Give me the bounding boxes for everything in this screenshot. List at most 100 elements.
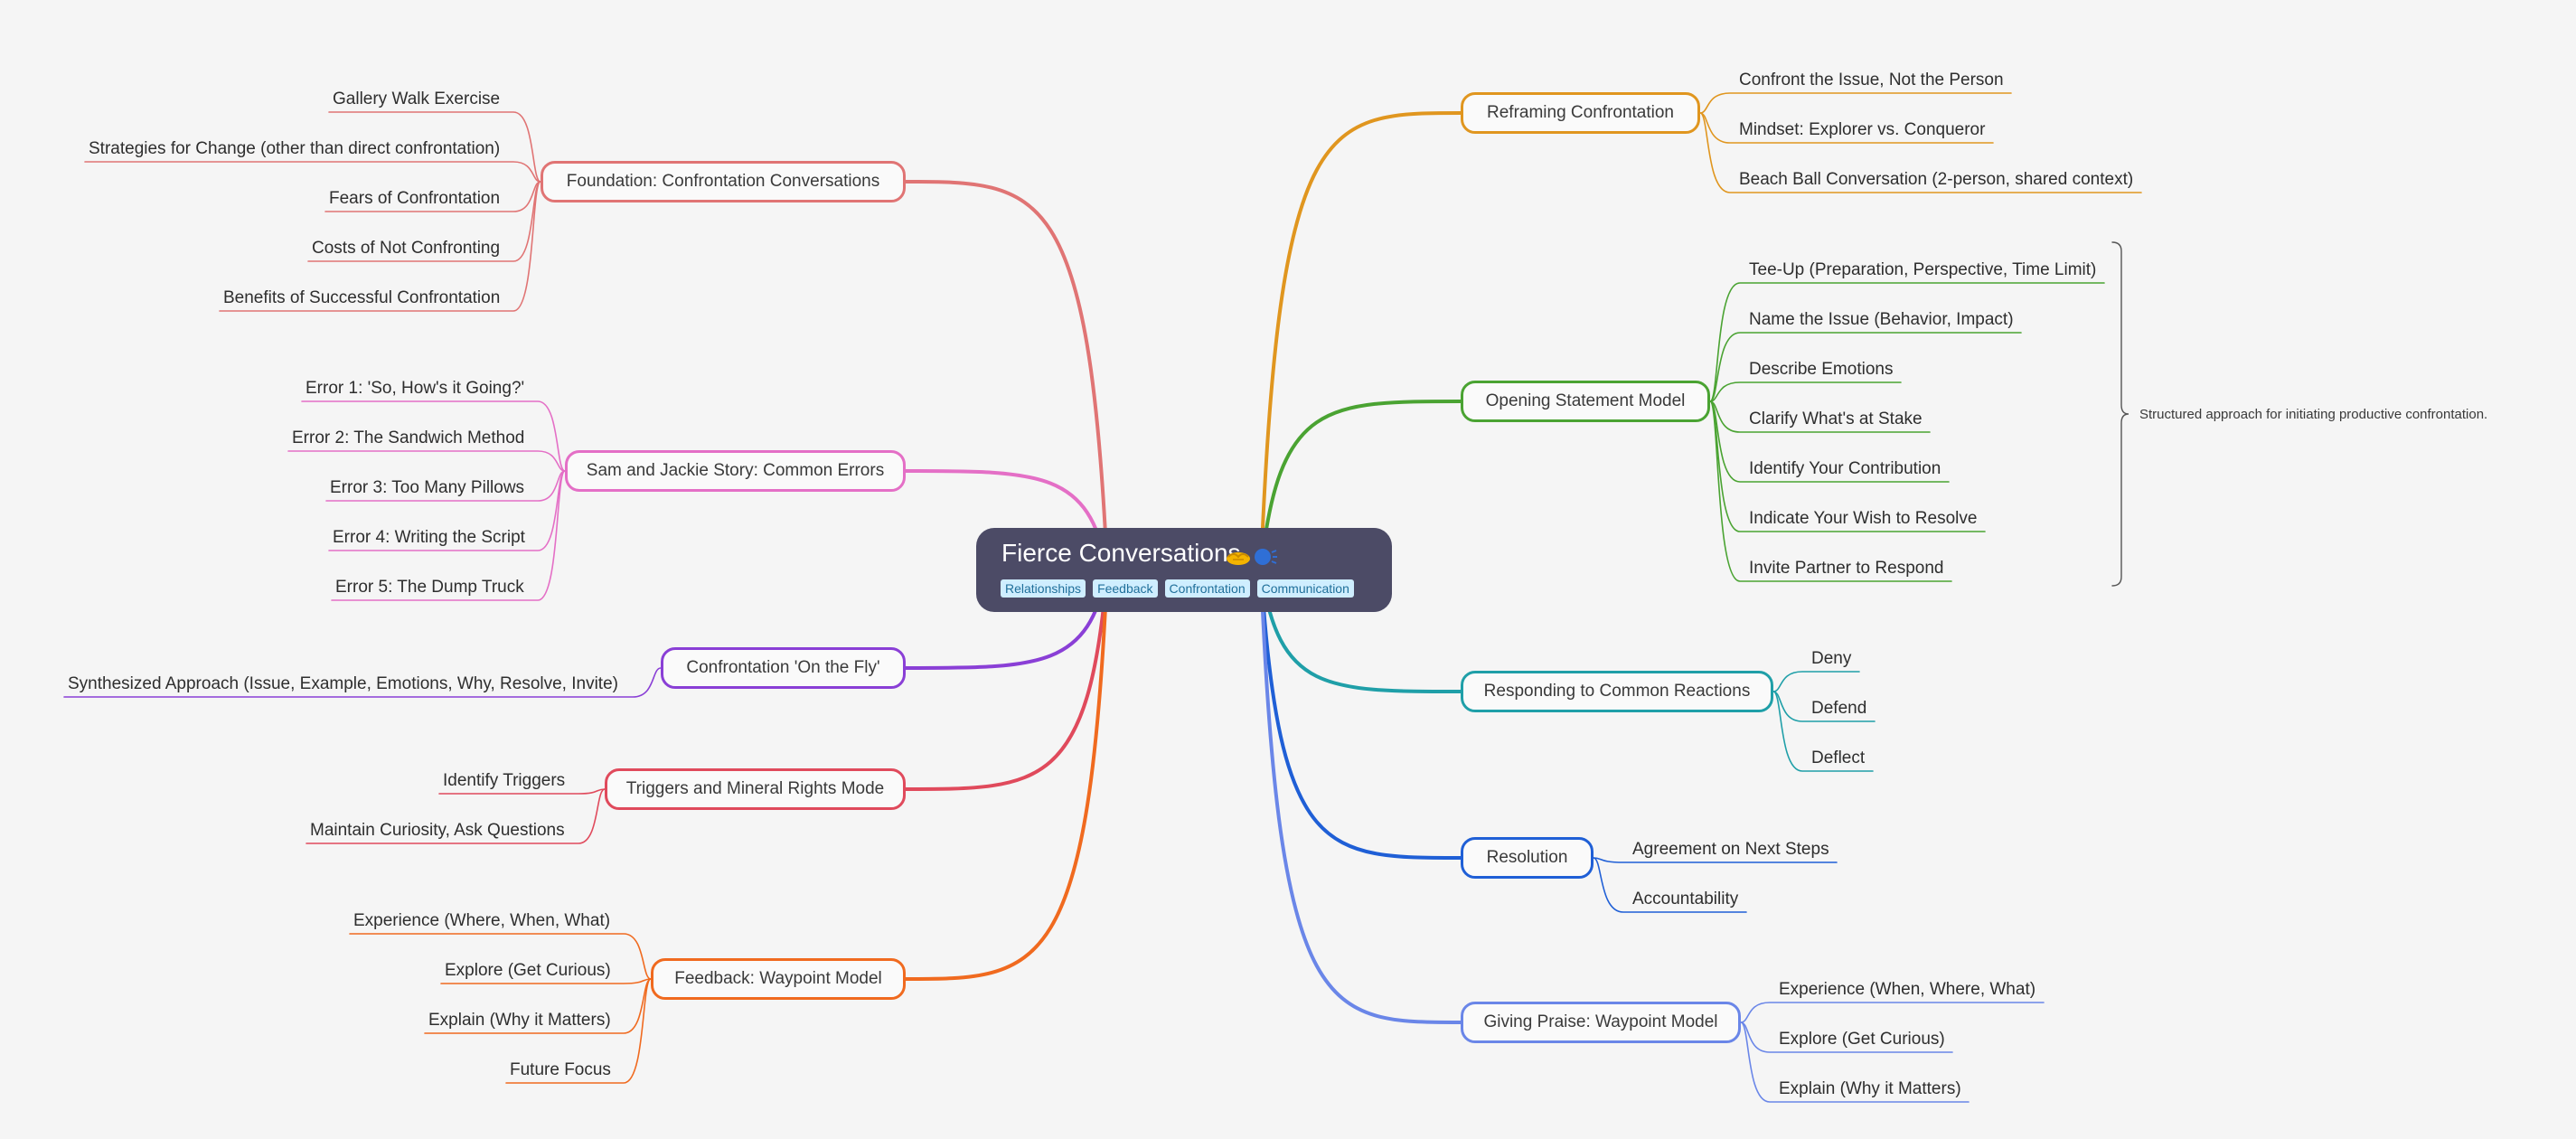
handshake-icon bbox=[1227, 552, 1250, 565]
leaf-praise-1[interactable]: Explore (Get Curious) bbox=[1779, 1030, 1945, 1049]
leaf-connector-foundation-0 bbox=[328, 111, 541, 183]
leaf-opening-2[interactable]: Describe Emotions bbox=[1749, 360, 1894, 379]
leaf-foundation-1[interactable]: Strategies for Change (other than direct… bbox=[89, 139, 501, 158]
leaf-connector-opening-6 bbox=[1709, 400, 1952, 582]
branch-reframing[interactable]: Reframing Confrontation bbox=[1461, 92, 1700, 134]
leaf-reframing-2[interactable]: Beach Ball Conversation (2-person, share… bbox=[1739, 170, 2134, 189]
leaf-connector-reframing-0 bbox=[1699, 92, 2012, 114]
leaf-foundation-3[interactable]: Costs of Not Confronting bbox=[312, 239, 501, 258]
leaf-connector-sam-jackie-0 bbox=[301, 400, 566, 472]
leaf-on-the-fly-0[interactable]: Synthesized Approach (Issue, Example, Em… bbox=[68, 674, 618, 693]
leaf-connector-reframing-1 bbox=[1699, 112, 1994, 144]
leaf-connector-opening-0 bbox=[1709, 282, 2105, 402]
tag-list: Relationships Feedback Confrontation Commun… bbox=[1001, 579, 1354, 598]
branch-foundation[interactable]: Foundation: Confrontation Conversations bbox=[541, 161, 906, 202]
leaf-opening-6[interactable]: Invite Partner to Respond bbox=[1749, 559, 1944, 578]
leaf-opening-4[interactable]: Identify Your Contribution bbox=[1749, 459, 1941, 478]
tag-confrontation[interactable]: Confrontation bbox=[1164, 579, 1250, 598]
connector-feedback bbox=[904, 568, 1109, 981]
leaf-reframing-0[interactable]: Confront the Issue, Not the Person bbox=[1739, 71, 2004, 89]
leaf-connector-opening-2 bbox=[1709, 381, 1902, 402]
leaf-foundation-0[interactable]: Gallery Walk Exercise bbox=[333, 89, 501, 108]
leaf-feedback-3[interactable]: Future Focus bbox=[510, 1060, 611, 1079]
leaf-praise-2[interactable]: Explain (Why it Matters) bbox=[1779, 1079, 1961, 1098]
leaf-reactions-1[interactable]: Defend bbox=[1811, 699, 1867, 718]
leaf-connector-on-the-fly-0 bbox=[63, 667, 662, 698]
leaf-connector-praise-1 bbox=[1740, 1021, 1953, 1053]
leaf-sam-jackie-1[interactable]: Error 2: The Sandwich Method bbox=[292, 428, 525, 447]
leaf-connector-foundation-2 bbox=[324, 181, 541, 212]
connector-praise bbox=[1259, 568, 1462, 1024]
branch-label: Responding to Common Reactions bbox=[1483, 682, 1751, 701]
leaf-opening-0[interactable]: Tee-Up (Preparation, Perspective, Time L… bbox=[1749, 260, 2097, 279]
leaf-triggers-1[interactable]: Maintain Curiosity, Ask Questions bbox=[310, 821, 565, 840]
leaf-connector-reframing-2 bbox=[1699, 112, 2142, 193]
leaf-connector-praise-2 bbox=[1740, 1021, 1970, 1103]
connector-reframing bbox=[1259, 111, 1462, 571]
leaf-connector-reactions-0 bbox=[1772, 671, 1860, 692]
branch-opening[interactable]: Opening Statement Model bbox=[1461, 381, 1710, 422]
branch-label: Giving Praise: Waypoint Model bbox=[1483, 1012, 1718, 1031]
leaf-foundation-4[interactable]: Benefits of Successful Confrontation bbox=[223, 288, 501, 307]
connector-resolution bbox=[1259, 568, 1462, 860]
leaf-sam-jackie-0[interactable]: Error 1: 'So, How's it Going?' bbox=[306, 379, 525, 398]
tag-communication[interactable]: Communication bbox=[1256, 579, 1354, 598]
leaf-connector-feedback-3 bbox=[505, 978, 652, 1084]
branch-label: Triggers and Mineral Rights Mode bbox=[625, 779, 885, 798]
summary-brace bbox=[2111, 241, 2129, 587]
leaf-connector-reactions-1 bbox=[1772, 691, 1876, 722]
leaf-reactions-2[interactable]: Deflect bbox=[1811, 748, 1866, 767]
leaf-resolution-0[interactable]: Agreement on Next Steps bbox=[1632, 840, 1829, 859]
branch-label: Foundation: Confrontation Conversations bbox=[566, 172, 880, 191]
leaf-praise-0[interactable]: Experience (When, Where, What) bbox=[1779, 980, 2036, 999]
leaf-sam-jackie-2[interactable]: Error 3: Too Many Pillows bbox=[330, 478, 525, 497]
leaf-reactions-0[interactable]: Deny bbox=[1811, 649, 1852, 668]
root-title: Fierce Conversations bbox=[1001, 539, 1241, 567]
root-emoji-group bbox=[1226, 546, 1280, 568]
branch-label: Feedback: Waypoint Model bbox=[674, 969, 882, 988]
branch-praise[interactable]: Giving Praise: Waypoint Model bbox=[1461, 1002, 1741, 1043]
leaf-opening-5[interactable]: Indicate Your Wish to Resolve bbox=[1749, 509, 1978, 528]
leaf-feedback-1[interactable]: Explore (Get Curious) bbox=[445, 961, 611, 980]
leaf-connector-foundation-4 bbox=[219, 181, 541, 312]
leaf-feedback-0[interactable]: Experience (Where, When, What) bbox=[353, 911, 611, 930]
leaf-opening-3[interactable]: Clarify What's at Stake bbox=[1749, 409, 1923, 428]
leaf-connector-feedback-0 bbox=[349, 933, 652, 980]
leaf-connector-resolution-1 bbox=[1593, 857, 1747, 913]
leaf-triggers-0[interactable]: Identify Triggers bbox=[443, 771, 566, 790]
connector-foundation bbox=[904, 180, 1109, 571]
branch-label: Sam and Jackie Story: Common Errors bbox=[586, 461, 885, 480]
leaf-foundation-2[interactable]: Fears of Confrontation bbox=[329, 189, 501, 208]
connector-triggers bbox=[904, 568, 1109, 791]
leaf-reframing-1[interactable]: Mindset: Explorer vs. Conqueror bbox=[1739, 120, 1986, 139]
speaking-head-icon bbox=[1255, 549, 1277, 565]
branch-on-the-fly[interactable]: Confrontation 'On the Fly' bbox=[661, 647, 906, 689]
branch-sam-jackie[interactable]: Sam and Jackie Story: Common Errors bbox=[565, 450, 906, 492]
leaf-connector-triggers-0 bbox=[438, 788, 606, 795]
branch-label: Opening Statement Model bbox=[1485, 391, 1686, 410]
leaf-connector-reactions-2 bbox=[1772, 691, 1874, 772]
leaf-feedback-2[interactable]: Explain (Why it Matters) bbox=[428, 1011, 611, 1030]
branch-label: Confrontation 'On the Fly' bbox=[686, 658, 880, 677]
root-topic[interactable]: Fierce Conversations Relationships Feedba… bbox=[976, 528, 1392, 612]
connector-opening bbox=[1259, 400, 1462, 571]
leaf-sam-jackie-3[interactable]: Error 4: Writing the Script bbox=[333, 528, 525, 547]
branch-reactions[interactable]: Responding to Common Reactions bbox=[1461, 671, 1773, 712]
leaf-connector-opening-1 bbox=[1709, 332, 2022, 402]
leaf-resolution-1[interactable]: Accountability bbox=[1632, 890, 1739, 908]
tag-relationships[interactable]: Relationships bbox=[1001, 579, 1086, 598]
leaf-connector-sam-jackie-1 bbox=[287, 450, 566, 472]
summary-note: Structured approach for initiating produ… bbox=[2139, 407, 2488, 422]
leaf-connector-sam-jackie-2 bbox=[325, 470, 566, 502]
leaf-opening-1[interactable]: Name the Issue (Behavior, Impact) bbox=[1749, 310, 2014, 329]
branch-triggers[interactable]: Triggers and Mineral Rights Mode bbox=[605, 768, 906, 810]
branch-resolution[interactable]: Resolution bbox=[1461, 837, 1594, 879]
leaf-connector-sam-jackie-4 bbox=[331, 470, 566, 601]
leaf-connector-praise-0 bbox=[1740, 1002, 2045, 1023]
branch-feedback[interactable]: Feedback: Waypoint Model bbox=[651, 958, 906, 1000]
leaf-connector-resolution-0 bbox=[1593, 857, 1838, 863]
leaf-sam-jackie-4[interactable]: Error 5: The Dump Truck bbox=[335, 578, 524, 597]
tag-feedback[interactable]: Feedback bbox=[1093, 579, 1158, 598]
